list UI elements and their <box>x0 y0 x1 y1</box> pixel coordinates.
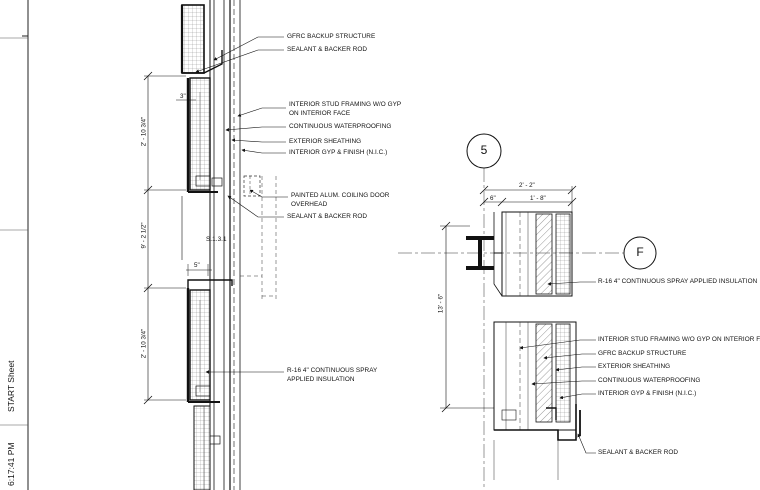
note-door-1: PAINTED ALUM. COILING DOOR <box>291 192 390 199</box>
right-plan-detail <box>398 133 657 490</box>
timestamp: 6:17:41 PM <box>6 442 16 486</box>
note-right-insulation: R-16 4" CONTINUOUS SPRAY APPLIED INSULAT… <box>598 278 758 285</box>
note-sealant-top: SEALANT & BACKER ROD <box>287 46 368 53</box>
note-right-sheathing: EXTERIOR SHEATHING <box>598 363 671 370</box>
left-dimension-lines <box>143 71 212 405</box>
dim-right-1ft8: 1' - 8" <box>530 195 546 202</box>
sheet-sidebar <box>0 0 29 490</box>
left-wall-section <box>180 0 277 490</box>
note-stud-1: INTERIOR STUD FRAMING W/O GYP <box>289 101 402 108</box>
note-door-2: OVERHEAD <box>291 201 328 208</box>
note-sealant-bottom: SEALANT & BACKER ROD <box>287 213 368 220</box>
grid-bubble-f: F <box>636 245 644 259</box>
dim-right-vertical: 13' - 6" <box>437 293 445 314</box>
note-gyp: INTERIOR GYP & FINISH (N.I.C.) <box>289 149 388 156</box>
note-right-gyp: INTERIOR GYP & FINISH (N.I.C.) <box>598 390 697 397</box>
right-leaders <box>519 281 596 454</box>
dim-left-5in: 5" <box>194 262 200 269</box>
dim-right-overall: 2' - 2" <box>519 182 535 189</box>
note-sheathing: EXTERIOR SHEATHING <box>289 138 362 145</box>
dim-right-6in: 6" <box>490 195 496 202</box>
note-right-sealant: SEALANT & BACKER ROD <box>598 449 679 456</box>
note-waterproofing: CONTINUOUS WATERPROOFING <box>289 123 392 130</box>
note-gfrc: GFRC BACKUP STRUCTURE <box>287 33 376 40</box>
dim-left-opening: 9' - 2 1/2" <box>140 222 148 249</box>
note-stud-2: ON INTERIOR FACE <box>289 110 351 117</box>
left-leaders <box>195 36 288 374</box>
grid-bubble-5: 5 <box>480 143 488 157</box>
detail-ref: S.1.3.1 <box>206 236 227 243</box>
sheet-label: START Sheet <box>6 360 16 413</box>
dim-left-3in: 3" <box>180 93 186 100</box>
note-right-gfrc: GFRC BACKUP STRUCTURE <box>598 350 687 357</box>
dim-left-lower-panel: 2' - 10 3/4" <box>140 328 148 359</box>
note-right-stud: INTERIOR STUD FRAMING W/O GYP ON INTERIO… <box>598 336 760 343</box>
note-right-waterproofing: CONTINUOUS WATERPROOFING <box>598 377 701 384</box>
note-insul-1: R-16 4" CONTINUOUS SPRAY <box>287 367 378 374</box>
note-insul-2: APPLIED INSULATION <box>287 376 355 383</box>
dim-left-upper-panel: 2' - 10 3/4" <box>140 116 148 147</box>
